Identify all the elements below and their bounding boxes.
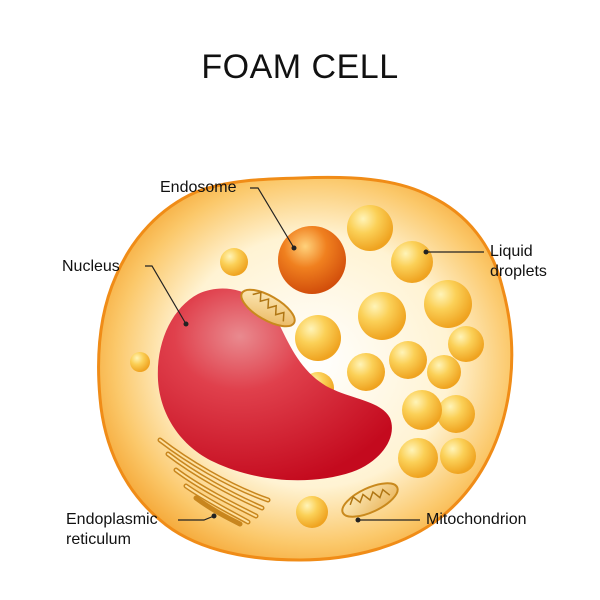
liquid-droplets-label-line2: droplets <box>490 263 547 280</box>
liquid-droplets <box>130 205 484 528</box>
er-highlights <box>159 439 269 523</box>
mitochondrion-lower <box>341 482 399 518</box>
endosome-label: Endosome <box>160 179 237 196</box>
er-label-line1: Endoplasmic <box>66 511 158 528</box>
diagram-title: FOAM CELL <box>201 48 399 86</box>
nucleus-label: Nucleus <box>62 258 120 275</box>
nucleus-shape <box>157 288 392 481</box>
mitochondrion-label: Mitochondrion <box>426 511 527 528</box>
er-label-line2: reticulum <box>66 531 131 548</box>
mitochondrion-upper <box>240 288 296 328</box>
leader-lines <box>145 187 484 523</box>
liquid-droplets-label-line1: Liquid <box>490 243 533 260</box>
endosome-vesicle <box>278 226 346 294</box>
